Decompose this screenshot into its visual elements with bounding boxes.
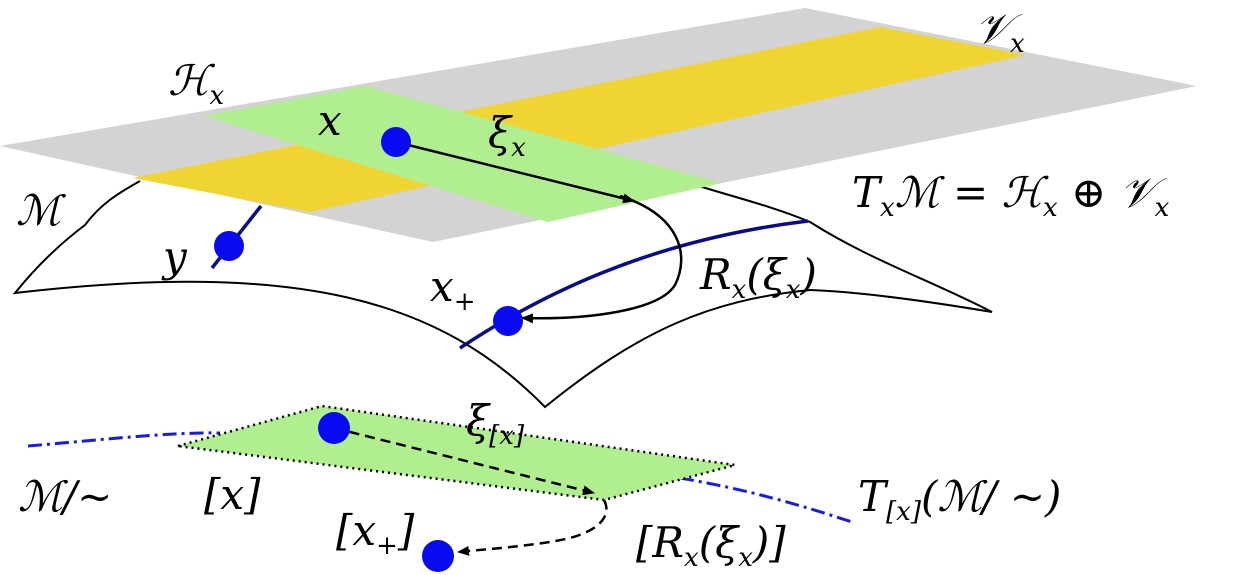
tangent-t-subscript: x (880, 193, 895, 224)
label-xi-x: ξx (488, 112, 526, 164)
label-x-plus: x+ (430, 266, 476, 318)
label-retraction-class: [Rx(ξx)] (636, 522, 786, 574)
xi-symbol: ξ (488, 108, 512, 157)
manifold-surface (12, 179, 993, 409)
xi-class-symbol: ξ (466, 396, 490, 445)
fiber-through-x-plus (459, 219, 809, 350)
retraction-class-close: )] (752, 518, 786, 567)
quotient-tangent-vector (333, 426, 595, 496)
quotient-tangent-subscript: [x] (886, 497, 922, 528)
v-symbol: 𝒱 (975, 4, 1010, 53)
label-quotient-manifold: ℳ/∼ (18, 476, 112, 518)
retraction-arg: (ξ (746, 250, 786, 299)
tangent-h-subscript: x (1043, 193, 1058, 224)
tangent-v-subscript: x (1154, 193, 1170, 224)
point-y (214, 231, 244, 261)
label-equiv-class-x-plus: [x+] (336, 510, 414, 562)
h-symbol: ℋ (168, 56, 210, 105)
label-equiv-class-x: [x] (204, 474, 260, 516)
retraction-curve (521, 194, 683, 324)
quotient-tangent-t: T (858, 472, 887, 521)
label-quotient-tangent: T[x](ℳ/ ∼) (858, 476, 1061, 528)
label-retraction: Rx(ξx) (700, 254, 817, 306)
retraction-symbol: R (700, 250, 732, 299)
quotient-symbol: ℳ/∼ (18, 472, 113, 521)
label-x: x (318, 100, 342, 142)
equiv-xplus-close: ] (397, 506, 415, 555)
equiv-xplus-subscript: + (376, 531, 398, 562)
y-symbol: y (163, 232, 187, 281)
x-symbol: x (318, 96, 342, 145)
retraction-class-arg-subscript: x (738, 543, 753, 574)
tangent-t: T (852, 168, 881, 217)
point-x-plus (493, 306, 523, 336)
quotient-tangent-plane (177, 404, 736, 502)
label-y: y (163, 236, 187, 278)
label-xi-class: ξ[x] (466, 400, 525, 452)
label-vertical-space: 𝒱x (975, 8, 1025, 60)
point-x (381, 127, 411, 157)
equiv-class-x-text: [x] (204, 470, 261, 519)
retraction-subscript: x (731, 275, 747, 306)
retraction-close: ) (800, 250, 817, 299)
quotient-manifold-curve-left (27, 431, 221, 448)
label-manifold: ℳ (16, 190, 61, 232)
h-subscript: x (209, 81, 225, 112)
tangent-oplus-v: ⊕ 𝒱 (1057, 168, 1155, 217)
x-plus-subscript: + (453, 287, 476, 318)
xi-subscript: x (511, 133, 526, 164)
tangent-vector-xi (395, 140, 635, 204)
retraction-arg-subscript: x (785, 275, 801, 306)
v-subscript: x (1010, 29, 1025, 60)
quotient-manifold-curve-right (679, 476, 853, 524)
equiv-xplus-open: [x (336, 506, 377, 555)
manifold-symbol: ℳ (16, 186, 61, 235)
x-plus-symbol: x (430, 262, 454, 311)
label-horizontal-space: ℋx (168, 60, 225, 112)
retraction-class-arg: (ξ (698, 518, 739, 567)
label-tangent-decomposition: Txℳ = ℋx ⊕ 𝒱x (852, 172, 1170, 224)
vertical-space-band (133, 27, 1026, 212)
point-equiv-class-x-plus (422, 540, 454, 572)
retraction-class-r: [R (636, 518, 685, 567)
retraction-class-subscript: x (684, 543, 699, 574)
quotient-tangent-rest: (ℳ/ ∼) (921, 472, 1062, 521)
point-equiv-class-x (318, 412, 350, 444)
tangent-eq-h: ℳ = ℋ (894, 168, 1044, 217)
quotient-retraction-curve (457, 499, 608, 556)
horizontal-space-plane (204, 86, 722, 222)
xi-class-subscript: [x] (489, 421, 525, 452)
